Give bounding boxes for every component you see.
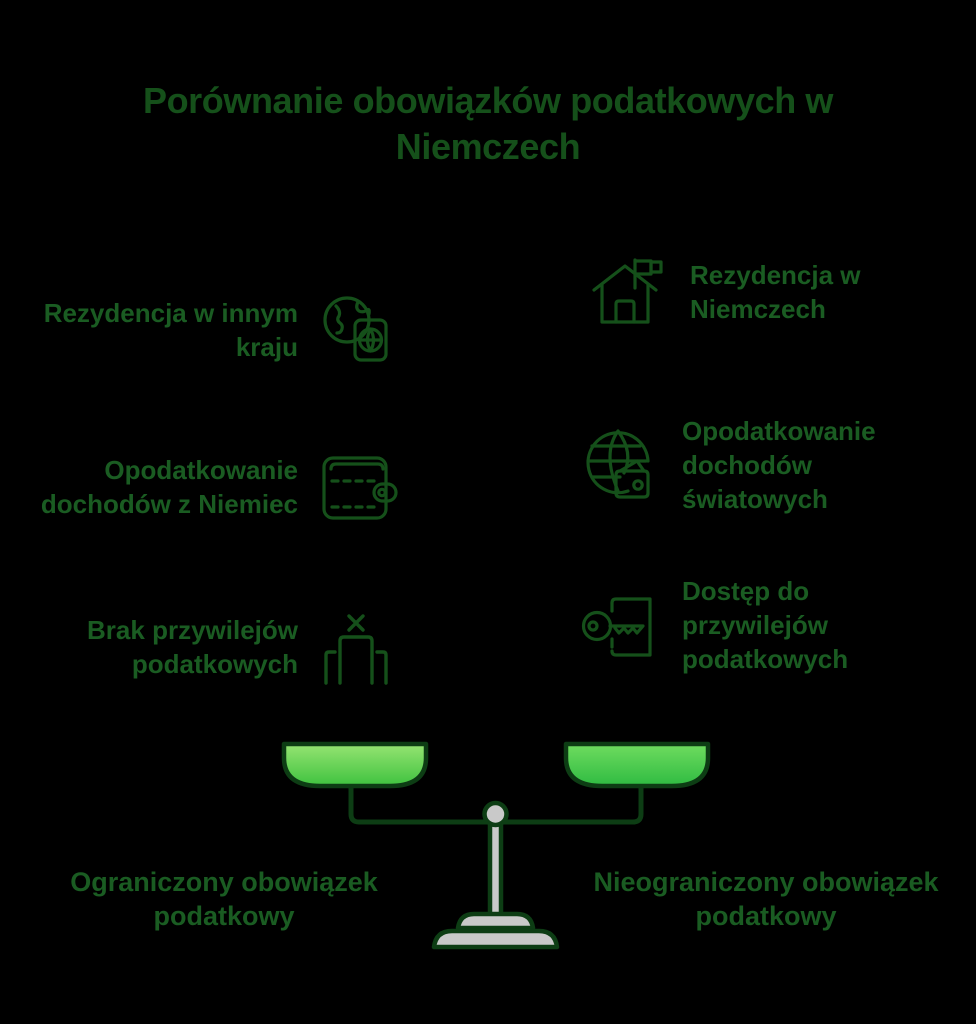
right-item-taxation: Opodatkowanie dochodów światowych xyxy=(580,415,960,516)
right-item-residency-label: Rezydencja w Niemczech xyxy=(690,260,861,324)
left-item-residency-label: Rezydencja w innym kraju xyxy=(43,298,298,362)
left-item-taxation: Opodatkowanie dochodów z Niemiec xyxy=(20,445,400,531)
balance-scale xyxy=(268,726,724,956)
scale-base-lower xyxy=(431,928,560,950)
globe-wallet-icon xyxy=(580,423,666,509)
scale-pivot xyxy=(482,800,509,828)
right-item-privileges: Dostęp do przywilejów podatkowych xyxy=(580,575,960,676)
right-item-privileges-label: Dostęp do przywilejów podatkowych xyxy=(682,576,849,674)
globe-passport-icon xyxy=(314,288,400,374)
scale-pan-left xyxy=(281,741,429,789)
right-item-residency: Rezydencja w Niemczech xyxy=(588,250,958,336)
gate-x-icon xyxy=(314,605,400,691)
page-title: Porównanie obowiązków podatkowych w Niem… xyxy=(142,80,834,168)
left-item-no-privileges: Brak przywilejów podatkowych xyxy=(20,605,400,691)
scale-caption-left: Ograniczony obowiązek podatkowy xyxy=(70,867,378,932)
house-flag-icon xyxy=(588,250,674,336)
left-item-taxation-label: Opodatkowanie dochodów z Niemiec xyxy=(40,455,298,519)
scale-pan-right xyxy=(563,741,711,789)
scale-caption-right: Nieograniczony obowiązek podatkowy xyxy=(593,867,939,932)
scale-base-upper xyxy=(455,911,536,931)
key-door-icon xyxy=(580,583,666,669)
right-item-taxation-label: Opodatkowanie dochodów światowych xyxy=(682,416,876,514)
left-item-residency: Rezydencja w innym kraju xyxy=(40,288,400,374)
left-item-no-privileges-label: Brak przywilejów podatkowych xyxy=(87,615,298,679)
wallet-icon xyxy=(314,445,400,531)
